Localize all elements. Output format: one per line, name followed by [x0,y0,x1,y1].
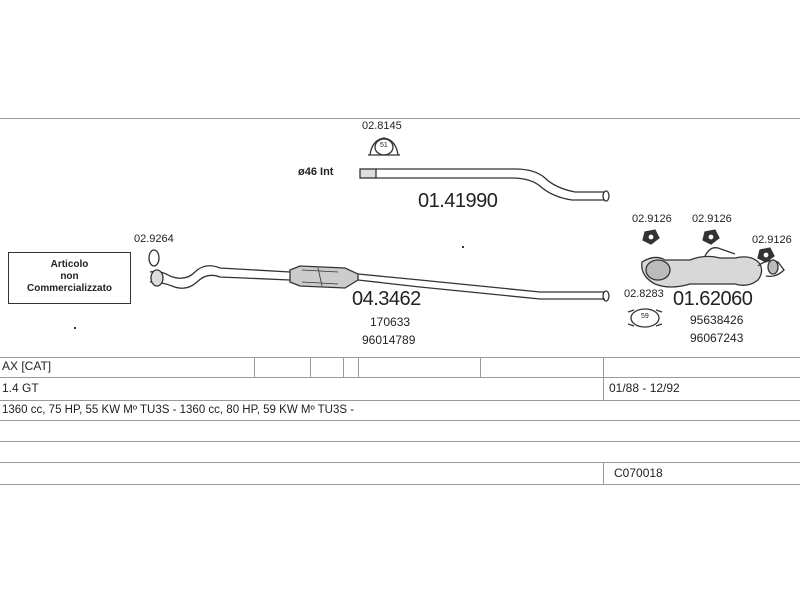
clamp-top-badge: 51 [380,142,388,149]
clamp-top-code: 02.8145 [362,120,402,132]
table-top-line [0,357,800,358]
pipe-diameter-label: ø46 Int [298,166,334,178]
table-column-divider [343,357,344,377]
catalyst-oem-2: 96014789 [362,333,416,347]
system-code: C070018 [614,466,663,480]
clamp-rear-code: 02.8283 [624,288,664,300]
table-column-divider [603,357,604,400]
production-years: 01/88 - 12/92 [609,381,680,395]
clamp-top-drawing [368,137,400,156]
catalyst-pipe-drawing [149,265,610,302]
muffler-oem-2: 96067243 [690,331,744,345]
engine-name: 1.4 GT [2,381,39,395]
clamp-rear-badge: 59 [641,313,649,320]
table-column-divider [603,462,604,484]
clamp-rear-drawing [627,308,663,328]
catalyst-code: 04.3462 [352,288,421,310]
table-row-line [0,400,800,401]
note-line: non [60,271,79,282]
table-row-line [0,377,800,378]
hanger-drawings [642,229,775,263]
table-row-line [0,420,800,421]
engine-specs: 1360 cc, 75 HP, 55 KW Mº TU3S - 1360 cc,… [2,404,355,416]
hanger-code-1: 02.9126 [632,213,672,225]
not-commercialized-note: Articolo non Commercializzato [8,252,131,304]
gasket-front-drawing [148,249,160,267]
muffler-code: 01.62060 [673,288,753,310]
rear-pipe-drawing [359,168,610,202]
catalyst-oem-1: 170633 [370,315,411,329]
table-row-line [0,462,800,463]
table-column-divider [254,357,255,377]
note-line: Articolo [50,259,89,270]
hanger-code-3: 02.9126 [752,234,792,246]
vehicle-model: AX [CAT] [2,359,52,373]
frame-top-line [0,118,800,119]
table-row-line [0,441,800,442]
note-line: Commercializzato [26,283,113,294]
table-bottom-line [0,484,800,485]
rear-pipe-code: 01.41990 [418,190,498,212]
table-column-divider [480,357,481,377]
muffler-oem-1: 95638426 [690,313,744,327]
hanger-code-2: 02.9126 [692,213,732,225]
muffler-drawing [641,247,785,288]
table-column-divider [310,357,311,377]
gasket-front-code: 02.9264 [134,233,174,245]
table-column-divider [358,357,359,377]
